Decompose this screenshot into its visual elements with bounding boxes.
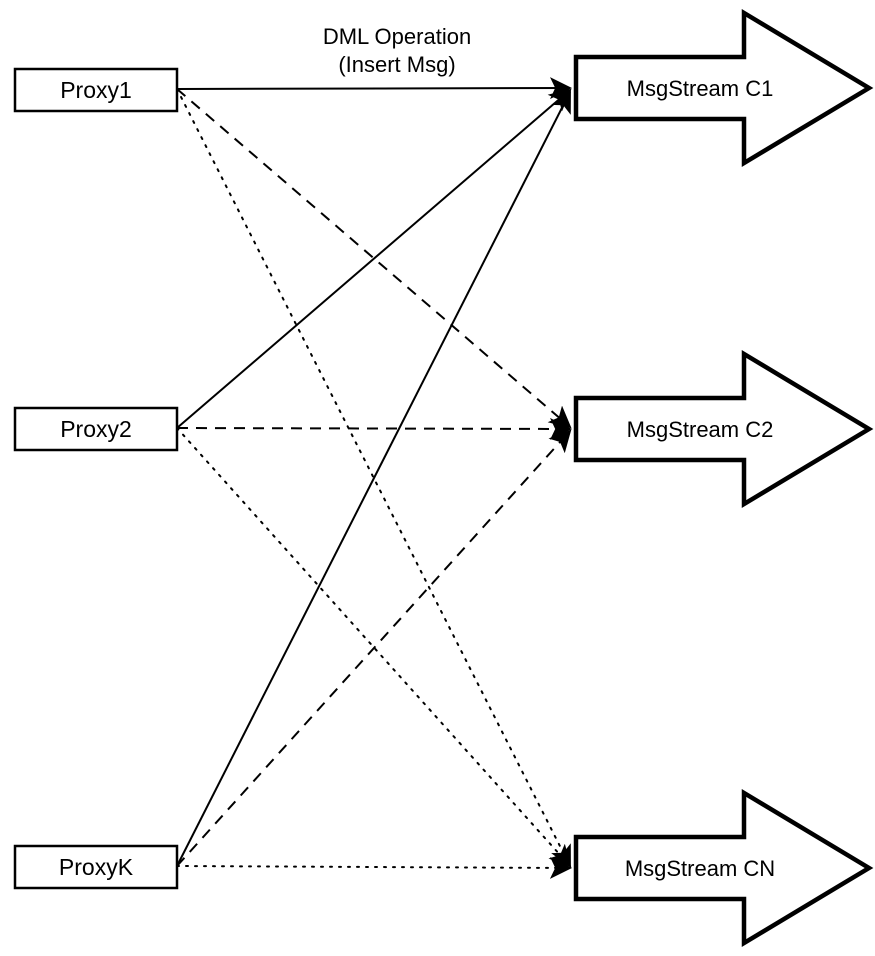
proxy2-box[interactable] bbox=[13, 406, 179, 452]
proxyk-label: ProxyK bbox=[59, 854, 134, 880]
proxy-node-proxyk[interactable]: ProxyK bbox=[13, 844, 179, 890]
stream-node-c2[interactable]: MsgStream C2 bbox=[573, 350, 874, 508]
edge-proxyk-to-stream-cn[interactable] bbox=[176, 856, 572, 879]
edge-proxyk-to-stream-c1[interactable] bbox=[176, 90, 571, 867]
edge-proxy2-to-stream-c1[interactable] bbox=[176, 88, 572, 429]
proxyk-box[interactable] bbox=[13, 844, 179, 890]
stream-node-layer: MsgStream C1 MsgStream C2 MsgStream CN bbox=[573, 9, 874, 947]
stream-cn-arrow-shape[interactable] bbox=[573, 789, 874, 947]
stream-node-cn[interactable]: MsgStream CN bbox=[573, 789, 874, 947]
edge-proxy1-to-stream-c1[interactable] bbox=[176, 77, 572, 100]
edge-annotation: DML Operation (Insert Msg) bbox=[323, 24, 471, 77]
stream-c1-label: MsgStream C1 bbox=[627, 76, 774, 101]
edge-proxy2-to-stream-cn[interactable] bbox=[176, 427, 572, 868]
proxy-node-proxy2[interactable]: Proxy2 bbox=[13, 406, 179, 452]
proxy1-label: Proxy1 bbox=[60, 77, 132, 103]
edge-layer bbox=[176, 77, 572, 879]
proxy1-box[interactable] bbox=[13, 67, 179, 113]
stream-c2-label: MsgStream C2 bbox=[627, 417, 774, 442]
stream-c2-arrow-shape[interactable] bbox=[573, 350, 874, 508]
stream-c1-arrow-shape[interactable] bbox=[573, 9, 874, 167]
proxy-node-layer: Proxy1 Proxy2 ProxyK bbox=[13, 67, 179, 890]
edge-annotation-line2: (Insert Msg) bbox=[338, 52, 455, 77]
edge-proxy1-to-stream-cn[interactable] bbox=[176, 88, 571, 868]
edge-annotation-line1: DML Operation bbox=[323, 24, 471, 49]
edge-proxy2-to-stream-c2[interactable] bbox=[176, 417, 572, 440]
stream-node-c1[interactable]: MsgStream C1 bbox=[573, 9, 874, 167]
edge-proxyk-to-stream-c2[interactable] bbox=[176, 429, 572, 867]
proxy2-label: Proxy2 bbox=[60, 416, 132, 442]
stream-cn-label: MsgStream CN bbox=[625, 856, 775, 881]
proxy-node-proxy1[interactable]: Proxy1 bbox=[13, 67, 179, 113]
edge-proxy1-to-stream-c2[interactable] bbox=[176, 88, 572, 429]
